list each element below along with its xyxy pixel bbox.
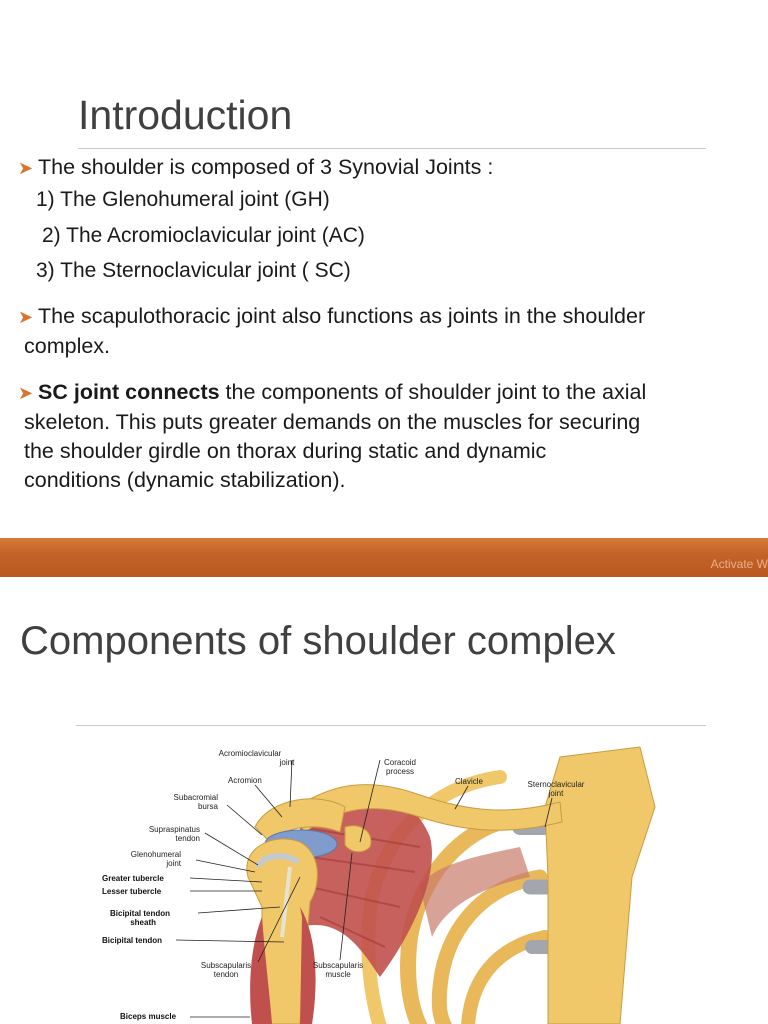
label-greater-tubercle: Greater tubercle <box>102 874 164 883</box>
slide-title: Components of shoulder complex <box>20 619 616 663</box>
title-rule <box>76 725 706 726</box>
bullet-text: the components of shoulder joint to the … <box>219 380 647 404</box>
bullet-line: the shoulder girdle on thorax during sta… <box>24 439 547 463</box>
joint-item-gh: 1) The Glenohumeral joint (GH) <box>36 188 330 211</box>
bullet-text-continued: complex. <box>24 334 111 358</box>
activation-watermark: Activate W <box>710 557 768 571</box>
slide-components: Components of shoulder complex <box>0 577 768 1024</box>
bullet-text: The scapulothoracic joint also functions… <box>38 304 646 328</box>
arrow-bullet-icon: ➤ <box>18 383 34 403</box>
coracoid-process <box>344 825 372 853</box>
slide-introduction: Introduction ➤The shoulder is composed o… <box>18 92 768 495</box>
joint-item-ac: 2) The Acromioclavicular joint (AC) <box>42 224 365 247</box>
bullet-line: skeleton. This puts greater demands on t… <box>24 410 641 434</box>
slide-title: Introduction <box>78 92 293 138</box>
slide-separator-bar: Activate W <box>0 538 768 577</box>
bullet-scapulothoracic: ➤The scapulothoracic joint also function… <box>18 302 768 361</box>
bullet-sc-joint: ➤SC joint connects the components of sho… <box>18 378 768 495</box>
bullet-synovial-joints: ➤The shoulder is composed of 3 Synovial … <box>18 153 768 183</box>
label-clavicle: Clavicle <box>455 777 484 786</box>
sternum <box>544 746 656 1024</box>
title-rule <box>78 148 706 149</box>
label-acromion: Acromion <box>228 776 262 785</box>
arrow-bullet-icon: ➤ <box>18 158 34 178</box>
label-bicipital-tendon: Bicipital tendon <box>102 936 162 945</box>
bullet-text: The shoulder is composed of 3 Synovial J… <box>38 155 494 179</box>
ribs <box>361 770 560 1024</box>
label-lesser-tubercle: Lesser tubercle <box>102 887 162 896</box>
bullet-line: conditions (dynamic stabilization). <box>24 468 346 492</box>
joint-item-sc: 3) The Sternoclavicular joint ( SC) <box>36 259 351 282</box>
biceps-muscle <box>250 917 272 1024</box>
clavicle <box>289 784 563 833</box>
arrow-bullet-icon: ➤ <box>18 307 34 327</box>
deltoid-muscle <box>300 907 316 1024</box>
label-biceps-muscle: Biceps muscle <box>120 1012 177 1021</box>
bullet-bold-text: SC joint connects <box>38 380 220 404</box>
